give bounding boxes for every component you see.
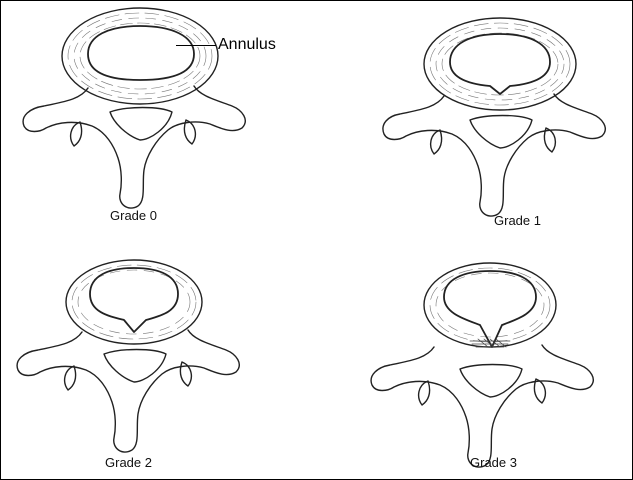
- grade-label: Grade 2: [105, 455, 152, 470]
- vertebra-drawing: [382, 10, 633, 245]
- vertebra-figure-grade-1: Grade 1: [382, 10, 633, 245]
- annulus-leader-line: [176, 45, 216, 46]
- grade-label: Grade 0: [110, 208, 157, 223]
- vertebra-drawing: [370, 255, 633, 480]
- vertebra-figure-grade-2: Grade 2: [10, 250, 320, 480]
- vertebra-figure-grade-3: Grade 3: [370, 255, 633, 480]
- annulus-label: Annulus: [218, 36, 276, 54]
- grade-label: Grade 3: [470, 455, 517, 470]
- grade-label: Grade 1: [494, 213, 541, 228]
- vertebra-drawing: [10, 250, 320, 480]
